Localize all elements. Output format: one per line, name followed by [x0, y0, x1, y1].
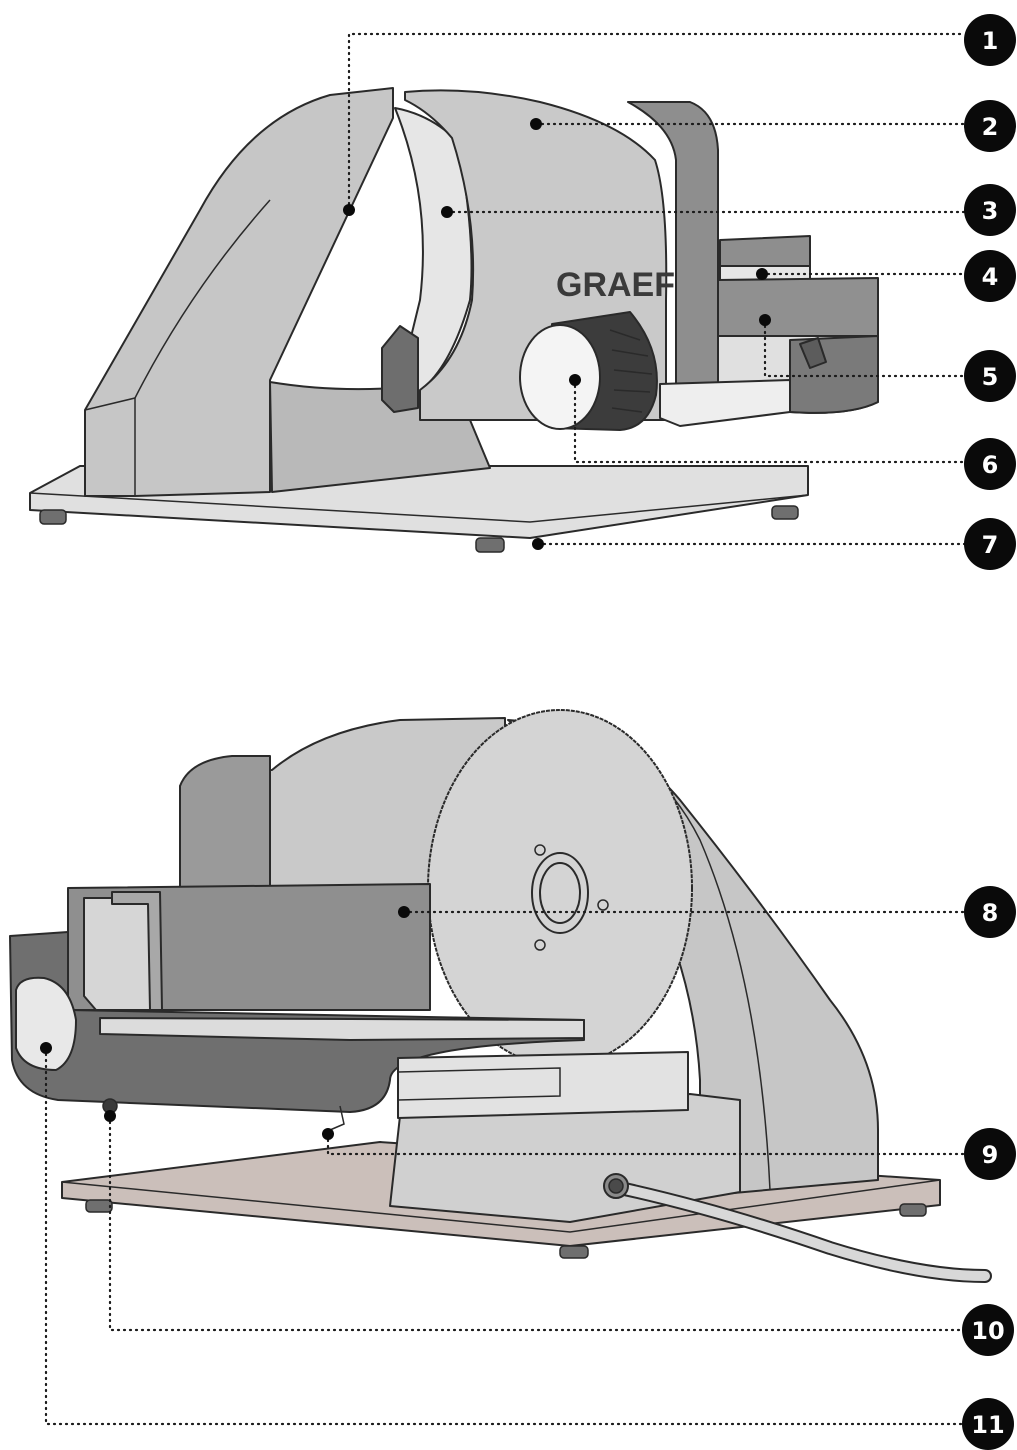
- blade-disc: [427, 709, 693, 1067]
- svg-text:6: 6: [982, 451, 999, 479]
- foot: [771, 505, 799, 520]
- callout-badge-3: 3: [964, 184, 1016, 236]
- slicer-front-view: GRAEF: [29, 87, 879, 553]
- anchor-dot-8: [398, 906, 410, 918]
- callout-badges: 1 2 3 4 5 6 7 8: [962, 14, 1016, 1450]
- anchor-dot-10: [104, 1110, 116, 1122]
- brand-logo: GRAEF: [556, 266, 675, 304]
- anchor-dot-7: [532, 538, 544, 550]
- callout-badge-2: 2: [964, 100, 1016, 152]
- callout-badge-10: 10: [962, 1304, 1014, 1356]
- thickness-knob: [519, 311, 658, 431]
- callout-badge-7: 7: [964, 518, 1016, 570]
- callout-badge-4: 4: [964, 250, 1016, 302]
- anchor-dot-11: [40, 1042, 52, 1054]
- callout-badge-11: 11: [962, 1398, 1014, 1450]
- anchor-dot-5: [759, 314, 771, 326]
- callout-badge-5: 5: [964, 350, 1016, 402]
- anchor-dot-2: [530, 118, 542, 130]
- left-housing: [84, 87, 394, 497]
- svg-text:8: 8: [982, 899, 999, 927]
- svg-text:11: 11: [971, 1411, 1004, 1439]
- slicer-back-view: [9, 709, 992, 1283]
- foot: [559, 1245, 589, 1259]
- foot: [899, 1203, 927, 1217]
- svg-text:2: 2: [982, 113, 999, 141]
- anchor-dots: [40, 118, 771, 1140]
- anchor-dot-1: [343, 204, 355, 216]
- anchor-dot-3: [441, 206, 453, 218]
- leader-lines: [44, 32, 967, 1426]
- svg-text:1: 1: [982, 27, 999, 55]
- foot: [39, 509, 67, 525]
- foot: [85, 1199, 113, 1213]
- foot: [475, 537, 505, 553]
- anchor-dot-6: [569, 374, 581, 386]
- anchor-dot-4: [756, 268, 768, 280]
- callout-badge-1: 1: [964, 14, 1016, 66]
- svg-text:5: 5: [982, 363, 999, 391]
- svg-text:3: 3: [982, 197, 999, 225]
- anchor-dot-9: [322, 1128, 334, 1140]
- sliding-carriage: [9, 883, 689, 1131]
- power-cord: [603, 1173, 992, 1283]
- callout-badge-6: 6: [964, 438, 1016, 490]
- svg-text:7: 7: [982, 531, 999, 559]
- guard-handle: [381, 325, 419, 413]
- svg-text:10: 10: [971, 1317, 1004, 1345]
- callout-badge-8: 8: [964, 886, 1016, 938]
- callout-badge-9: 9: [964, 1128, 1016, 1180]
- svg-text:4: 4: [982, 263, 999, 291]
- svg-text:9: 9: [982, 1141, 999, 1169]
